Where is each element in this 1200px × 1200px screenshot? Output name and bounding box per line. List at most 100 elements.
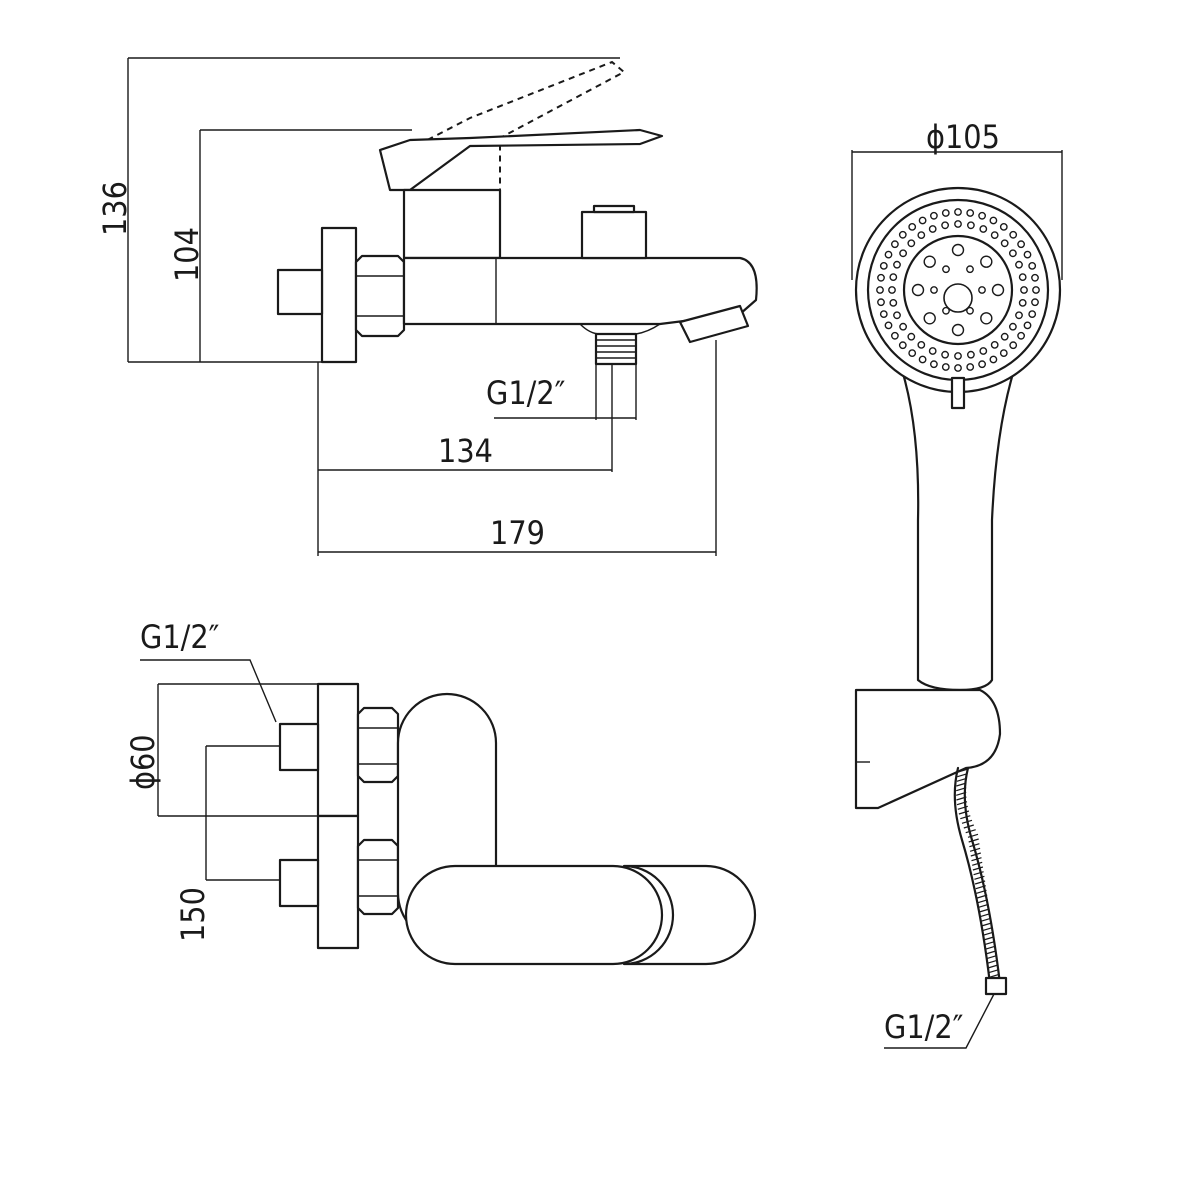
hose-ridge xyxy=(970,852,981,857)
nozzle-hole xyxy=(1009,341,1018,350)
hose-ridge xyxy=(973,871,984,876)
hose-ridge xyxy=(969,843,980,848)
side-view: 136 104 G1/2″ 134 179 xyxy=(96,57,758,556)
hose-ridge xyxy=(987,964,999,969)
nozzle-hole xyxy=(1015,260,1023,269)
dim-length-outlet: 134 xyxy=(438,432,493,470)
nozzle-hole xyxy=(930,211,938,220)
nozzle-hole xyxy=(991,283,1005,297)
spray-center xyxy=(943,283,973,313)
hand-shower-view: ϕ105 G1/2″ xyxy=(851,118,1063,1049)
hose-ridge xyxy=(976,889,987,894)
spray-nozzles xyxy=(876,208,1040,372)
nozzle-hole xyxy=(884,321,893,330)
nozzle-hole xyxy=(979,225,988,233)
connection-nut xyxy=(354,254,406,338)
dim-hose-thread: G1/2″ xyxy=(884,1008,964,1046)
nozzle-hole xyxy=(1031,273,1039,282)
cartridge-housing xyxy=(402,188,502,260)
nozzle-hole xyxy=(978,286,986,294)
wall-flange xyxy=(320,226,358,364)
nozzle-hole xyxy=(884,250,893,259)
lower-inlet-pipe xyxy=(278,858,320,908)
nozzle-hole xyxy=(877,298,885,307)
front-view: G1/2″ ϕ60 150 xyxy=(124,618,757,966)
upper-flange xyxy=(316,682,360,818)
nozzle-hole xyxy=(1009,230,1018,239)
nozzle-hole xyxy=(989,355,998,364)
shower-outlet-thread xyxy=(594,332,638,366)
hose-ridge xyxy=(983,936,994,941)
nozzle-hole xyxy=(941,363,950,371)
nozzle-hole xyxy=(978,360,986,369)
hose-ridge xyxy=(969,847,981,852)
nozzle-hole xyxy=(951,243,965,257)
nozzle-hole xyxy=(954,208,962,216)
shower-hose xyxy=(953,766,992,986)
upper-nut xyxy=(356,706,400,784)
nozzle-hole xyxy=(889,273,898,281)
hose-ridge xyxy=(982,931,994,936)
nozzle-hole xyxy=(966,209,975,217)
nozzle-hole xyxy=(1009,249,1017,258)
hose-ridge xyxy=(956,801,968,806)
hose-ridge xyxy=(956,791,967,796)
nozzle-hole xyxy=(980,312,993,325)
inlet-pipe xyxy=(276,268,324,316)
hose-ridge xyxy=(980,917,991,922)
nozzle-hole xyxy=(1018,298,1027,307)
nozzle-hole xyxy=(923,312,936,325)
hose-ridge xyxy=(979,913,991,918)
nozzle-hole xyxy=(907,239,916,248)
hose-ridge xyxy=(984,941,995,946)
nozzle-hole xyxy=(889,298,898,307)
nozzle-hole xyxy=(1000,239,1009,248)
hose-ridge xyxy=(979,908,990,913)
dim-height-body: 104 xyxy=(168,227,206,282)
nozzle-hole xyxy=(966,306,974,315)
hose-ridge xyxy=(957,773,968,778)
hose-ridge xyxy=(982,927,993,932)
hose-ridge xyxy=(988,969,999,974)
nozzle-hole xyxy=(877,273,885,282)
nozzle-hole xyxy=(1031,298,1039,307)
nozzle-hole xyxy=(898,230,907,239)
nozzle-hole xyxy=(1017,331,1025,340)
bath-spout xyxy=(678,304,750,344)
nozzle-hole xyxy=(876,286,884,294)
lever-handle xyxy=(378,128,664,192)
nozzle-hole xyxy=(979,347,988,355)
nozzle-hole xyxy=(928,225,937,233)
spray-face-ring xyxy=(902,234,1014,346)
dim-length-total: 179 xyxy=(490,514,545,552)
dim-spout-thread: G1/2″ xyxy=(486,374,566,412)
hose-ridge xyxy=(956,777,967,782)
dim-inlet-thread: G1/2″ xyxy=(140,618,220,656)
hose-ridge xyxy=(956,787,967,792)
hose-ridge xyxy=(968,838,979,843)
nozzle-hole xyxy=(1018,273,1027,281)
nozzle-hole xyxy=(891,240,899,249)
hose-ridge xyxy=(989,973,1000,978)
nozzle-hole xyxy=(1015,311,1023,320)
hose-ridge xyxy=(978,903,989,908)
wall-holder xyxy=(854,688,1002,810)
lower-flange xyxy=(316,814,360,950)
nozzle-hole xyxy=(954,364,962,372)
nozzle-hole xyxy=(1032,286,1040,294)
nozzle-hole xyxy=(1023,321,1032,330)
hose-ridge xyxy=(960,815,971,820)
nozzle-hole xyxy=(930,360,938,369)
nozzle-hole xyxy=(893,260,901,269)
nozzle-hole xyxy=(1028,261,1037,270)
hose-ridge xyxy=(977,894,988,899)
nozzle-hole xyxy=(879,310,888,318)
hose-ridge xyxy=(987,959,998,964)
hose-ridge xyxy=(965,829,976,834)
nozzle-hole xyxy=(923,255,936,268)
nozzle-hole xyxy=(967,221,975,230)
nozzle-hole xyxy=(990,231,999,240)
diverter-cap xyxy=(592,204,636,214)
hose-ridge xyxy=(972,861,983,866)
